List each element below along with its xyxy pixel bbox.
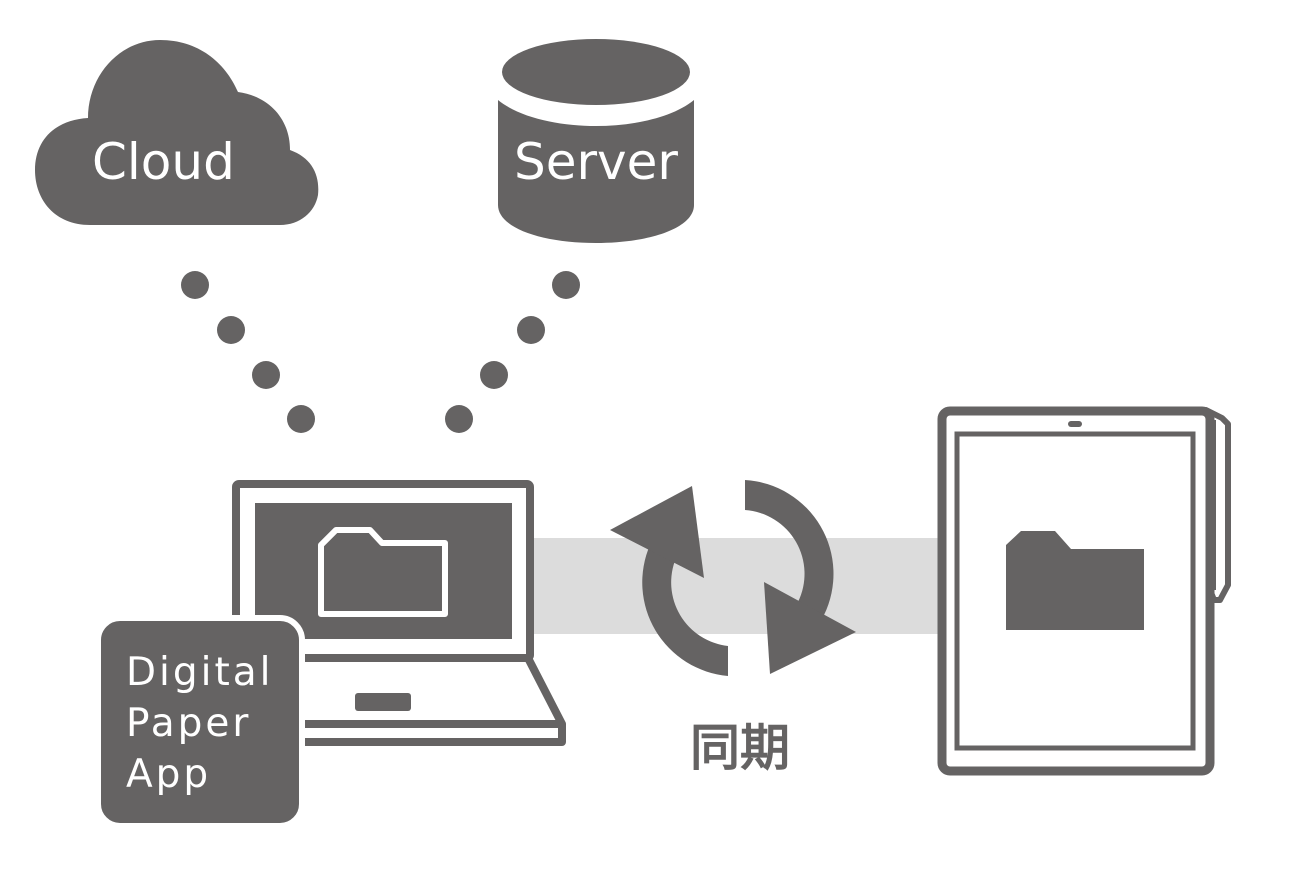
app-badge-label: Digital Paper App (126, 647, 296, 800)
app-badge-line: Digital (126, 650, 274, 695)
server-label: Server (514, 133, 678, 191)
app-badge (95, 615, 305, 829)
folder-outline-icon (318, 527, 448, 617)
cloud-icon (35, 40, 319, 225)
sync-band (525, 538, 945, 634)
laptop-icon (232, 480, 566, 746)
database-icon (498, 39, 694, 243)
sync-label: 同期 (690, 719, 790, 777)
app-badge-line: App (126, 752, 212, 797)
server-connection-dots (445, 271, 580, 433)
cloud-connection-dots (181, 271, 315, 433)
sync-arrows-icon (610, 480, 856, 676)
cloud-label: Cloud (92, 133, 235, 191)
app-badge-line: Paper (126, 701, 252, 746)
folder-icon (1006, 531, 1144, 630)
